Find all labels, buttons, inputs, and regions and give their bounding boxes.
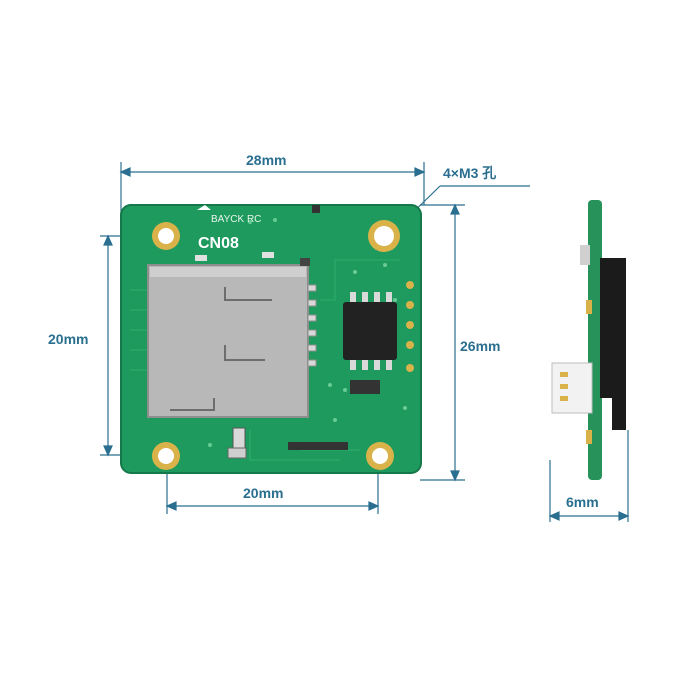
smd-components [195,205,380,459]
model-silkscreen: CN08 [198,235,239,252]
height-left-label: 20mm [48,331,89,347]
brand-logo [197,205,211,210]
sd-card-slot [147,264,317,418]
width-top-label: 28mm [246,152,287,168]
height-right-label: 26mm [460,338,501,354]
width-bottom-label: 20mm [243,485,284,501]
side-view-board [551,200,626,480]
mounting-holes [152,220,400,470]
hole-note-label: 4×M3 孔 [443,165,497,181]
dimension-lines [100,162,630,522]
solder-pads [406,281,414,372]
flash-chip [343,292,397,370]
brand-silkscreen: BAYCK RC [211,214,261,225]
thickness-label: 6mm [566,494,599,510]
